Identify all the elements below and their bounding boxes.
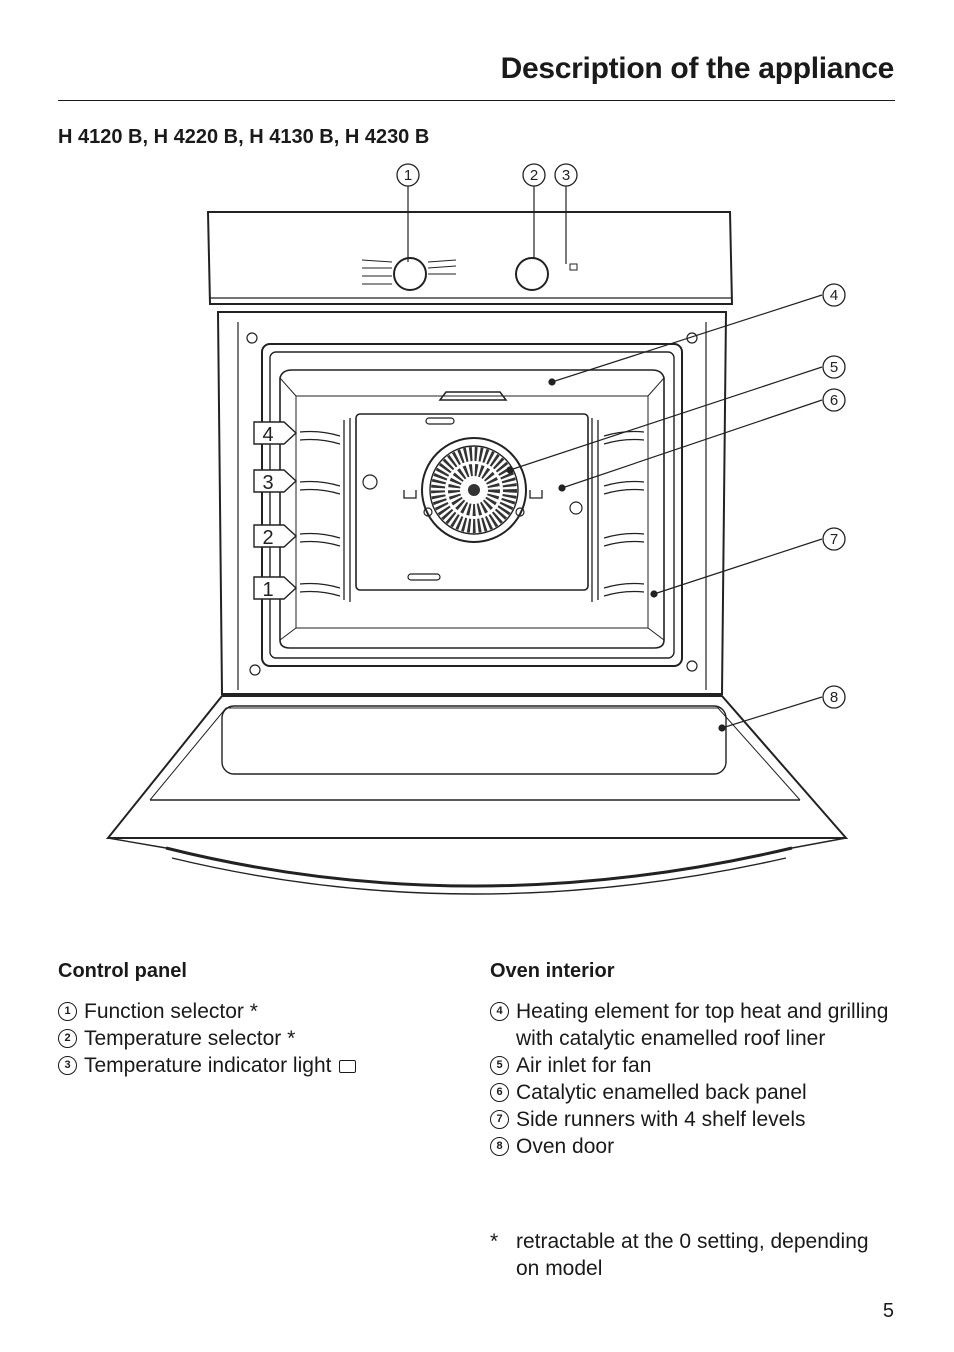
item-number-badge: 5 [490, 1056, 509, 1075]
temperature-selector-knob [515, 257, 549, 291]
shelf-level-tag-4 [253, 421, 298, 445]
list-item: 3 Temperature indicator light [58, 1052, 458, 1079]
callout-1 [396, 163, 420, 187]
callout-4 [822, 283, 846, 307]
oven-diagram: 1 2 3 4 5 6 7 8 4 3 2 1 [105, 163, 849, 895]
page-title: Description of the appliance [500, 52, 895, 85]
control-panel-heading: Control panel [58, 960, 187, 982]
callout-6 [822, 388, 846, 412]
control-panel-list: 1 Function selector * 2 Temperature sele… [58, 998, 458, 1079]
item-text: Side runners with 4 shelf levels [516, 1108, 806, 1131]
item-text: Function selector * [84, 1000, 258, 1023]
door-handle [165, 846, 793, 888]
callout-label-4: 4 [830, 287, 838, 304]
list-item: 6 Catalytic enamelled back panel [490, 1079, 890, 1106]
list-item: 1 Function selector * [58, 998, 458, 1025]
item-number-badge: 2 [58, 1029, 77, 1048]
list-item: 8 Oven door [490, 1133, 890, 1160]
footnote-marker: * [490, 1230, 499, 1253]
shelf-level-label-4: 4 [262, 424, 273, 446]
indicator-light [569, 263, 578, 271]
item-text: Heating element for top heat and grillin… [516, 1000, 889, 1050]
callout-label-2: 2 [530, 167, 538, 184]
oven-interior-list: 4 Heating element for top heat and grill… [490, 998, 890, 1160]
shelf-level-label-3: 3 [262, 472, 273, 494]
back-panel [355, 413, 589, 591]
item-number-badge: 4 [490, 1002, 509, 1021]
callout-label-3: 3 [562, 167, 570, 184]
callout-label-6: 6 [830, 392, 838, 409]
door-window [221, 705, 727, 775]
callout-5 [822, 355, 846, 379]
shelf-level-tag-3 [253, 469, 298, 493]
callout-2 [522, 163, 546, 187]
item-number-badge: 8 [490, 1137, 509, 1156]
oven-cavity-frame [261, 343, 683, 667]
control-panel-fascia [206, 211, 734, 305]
list-item: 4 Heating element for top heat and grill… [490, 998, 890, 1052]
item-text: Temperature indicator light [84, 1054, 332, 1077]
indicator-light-icon [339, 1060, 357, 1073]
oven-body [216, 311, 728, 695]
item-text: Catalytic enamelled back panel [516, 1081, 807, 1104]
model-numbers: H 4120 B, H 4220 B, H 4130 B, H 4230 B [58, 126, 430, 148]
item-number-badge: 1 [58, 1002, 77, 1021]
shelf-level-label-2: 2 [262, 527, 273, 549]
callout-label-8: 8 [830, 689, 838, 706]
item-text: Oven door [516, 1135, 615, 1158]
list-item: 2 Temperature selector * [58, 1025, 458, 1052]
oven-interior-heading: Oven interior [490, 960, 615, 982]
item-text: Temperature selector * [84, 1027, 296, 1050]
list-item: 7 Side runners with 4 shelf levels [490, 1106, 890, 1133]
page-number: 5 [882, 1300, 894, 1322]
callout-label-5: 5 [830, 359, 838, 376]
item-number-badge: 6 [490, 1083, 509, 1102]
list-item: 5 Air inlet for fan [490, 1052, 890, 1079]
shelf-level-tag-2 [253, 524, 298, 548]
item-number-badge: 7 [490, 1110, 509, 1129]
item-number-badge: 3 [58, 1056, 77, 1075]
title-rule [58, 100, 895, 101]
callout-8 [822, 685, 846, 709]
shelf-level-tag-1 [253, 576, 298, 600]
fan-cover [421, 437, 527, 543]
callout-7 [822, 527, 846, 551]
callout-3 [554, 163, 578, 187]
callout-label-7: 7 [830, 531, 838, 548]
footnote-text: retractable at the 0 setting, depending … [516, 1230, 869, 1280]
shelf-level-label-1: 1 [262, 579, 273, 601]
callout-label-1: 1 [404, 167, 412, 184]
item-text: Air inlet for fan [516, 1054, 652, 1077]
function-selector-knob [393, 257, 427, 291]
